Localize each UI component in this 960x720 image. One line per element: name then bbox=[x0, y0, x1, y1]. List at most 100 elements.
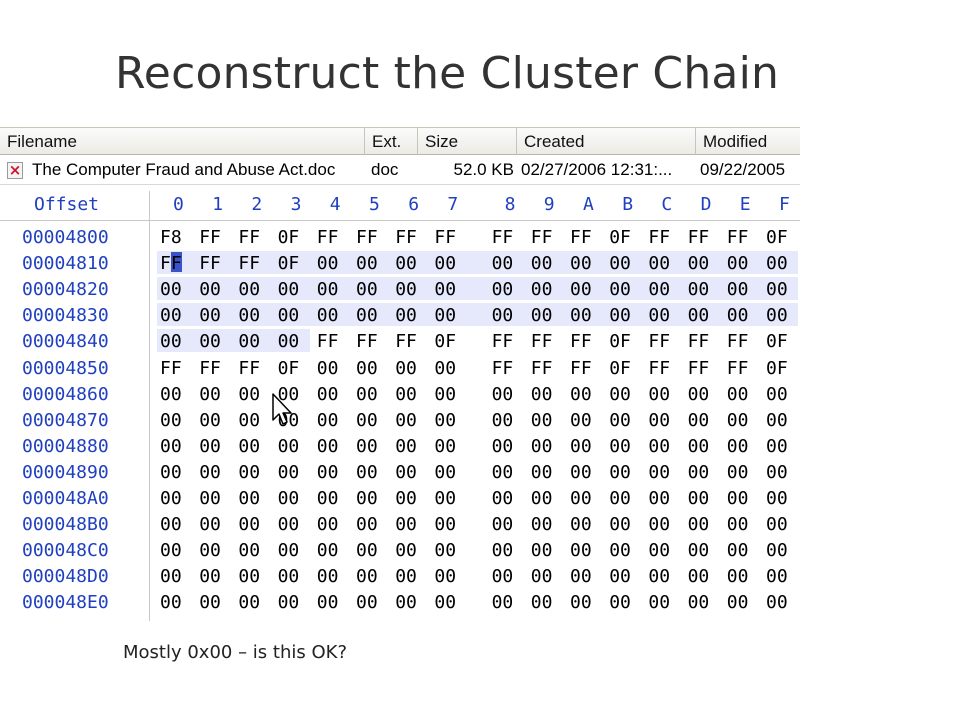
hex-byte[interactable]: 00 bbox=[726, 514, 749, 536]
hex-byte[interactable]: 00 bbox=[434, 357, 457, 379]
hex-byte[interactable]: 00 bbox=[491, 540, 514, 562]
hex-byte[interactable]: 00 bbox=[395, 514, 417, 536]
hex-byte[interactable]: FF bbox=[648, 357, 671, 379]
hex-byte[interactable]: 00 bbox=[316, 566, 339, 588]
hex-byte[interactable]: FF bbox=[687, 331, 710, 353]
hex-byte[interactable]: FF bbox=[395, 227, 417, 248]
hex-byte[interactable]: 00 bbox=[434, 435, 457, 457]
hex-byte[interactable]: 00 bbox=[434, 592, 457, 614]
hex-byte[interactable]: 00 bbox=[726, 592, 749, 614]
hex-byte[interactable]: 00 bbox=[395, 357, 417, 379]
hex-byte[interactable]: 00 bbox=[316, 461, 339, 483]
hex-byte[interactable]: FF bbox=[570, 331, 592, 353]
hex-byte[interactable]: FF bbox=[687, 357, 710, 379]
hex-byte[interactable]: 00 bbox=[238, 592, 261, 614]
hex-byte[interactable]: 00 bbox=[238, 305, 261, 327]
hex-byte[interactable]: 00 bbox=[648, 383, 671, 405]
hex-byte[interactable]: 00 bbox=[530, 409, 553, 431]
hex-byte[interactable]: 00 bbox=[277, 279, 300, 301]
hex-byte[interactable]: 00 bbox=[434, 383, 457, 405]
hex-byte[interactable]: 00 bbox=[570, 409, 592, 431]
hex-byte[interactable]: FF bbox=[530, 357, 553, 379]
hex-byte[interactable]: 00 bbox=[726, 488, 749, 509]
hex-byte[interactable]: 00 bbox=[395, 305, 417, 327]
hex-byte[interactable]: 00 bbox=[570, 253, 592, 275]
hex-byte[interactable]: 00 bbox=[530, 253, 553, 275]
hex-byte[interactable]: 00 bbox=[316, 383, 339, 405]
hex-byte[interactable]: 00 bbox=[726, 279, 749, 301]
hex-byte[interactable]: 00 bbox=[395, 592, 417, 614]
hex-byte[interactable]: 00 bbox=[238, 331, 261, 353]
column-header-size[interactable]: Size bbox=[418, 128, 517, 155]
hex-byte[interactable]: 00 bbox=[160, 540, 182, 562]
hex-byte[interactable]: 00 bbox=[356, 592, 378, 614]
hex-byte[interactable]: FF bbox=[395, 331, 417, 353]
hex-byte[interactable]: 00 bbox=[609, 409, 631, 431]
hex-byte[interactable]: 00 bbox=[316, 592, 339, 614]
hex-byte[interactable]: 00 bbox=[238, 435, 261, 457]
hex-byte[interactable]: 00 bbox=[609, 566, 631, 588]
hex-byte[interactable]: 00 bbox=[648, 253, 671, 275]
hex-byte[interactable]: 0F bbox=[766, 357, 788, 379]
hex-byte[interactable]: 00 bbox=[766, 383, 788, 405]
hex-byte[interactable]: 00 bbox=[434, 566, 457, 588]
hex-byte[interactable]: 00 bbox=[199, 540, 221, 562]
hex-byte[interactable]: 00 bbox=[491, 253, 514, 275]
hex-byte[interactable]: 00 bbox=[570, 305, 592, 327]
hex-byte[interactable]: 00 bbox=[160, 383, 182, 405]
hex-byte[interactable]: 00 bbox=[530, 461, 553, 483]
hex-byte[interactable]: 00 bbox=[491, 514, 514, 536]
hex-byte[interactable]: 00 bbox=[570, 383, 592, 405]
hex-byte[interactable]: 00 bbox=[648, 435, 671, 457]
hex-byte[interactable]: FF bbox=[570, 357, 592, 379]
hex-byte[interactable]: 00 bbox=[277, 305, 300, 327]
hex-byte[interactable]: 00 bbox=[687, 566, 710, 588]
hex-byte[interactable]: 00 bbox=[766, 409, 788, 431]
hex-byte[interactable]: 00 bbox=[609, 383, 631, 405]
hex-byte[interactable]: 00 bbox=[766, 592, 788, 614]
hex-byte[interactable]: FF bbox=[726, 331, 749, 353]
hex-byte[interactable]: 00 bbox=[726, 253, 749, 275]
column-header-ext[interactable]: Ext. bbox=[365, 128, 418, 155]
hex-byte[interactable]: 00 bbox=[766, 253, 788, 275]
hex-byte[interactable]: 00 bbox=[491, 592, 514, 614]
hex-byte[interactable]: FF bbox=[726, 227, 749, 248]
hex-byte[interactable]: 00 bbox=[395, 540, 417, 562]
hex-byte[interactable]: 00 bbox=[648, 488, 671, 509]
hex-byte[interactable]: 00 bbox=[726, 409, 749, 431]
hex-byte[interactable]: FF bbox=[356, 331, 378, 353]
hex-byte[interactable]: 00 bbox=[356, 566, 378, 588]
hex-byte[interactable]: 00 bbox=[570, 435, 592, 457]
hex-byte[interactable]: 00 bbox=[687, 488, 710, 509]
hex-byte[interactable]: 00 bbox=[687, 253, 710, 275]
hex-byte[interactable]: 00 bbox=[726, 461, 749, 483]
hex-byte[interactable]: 00 bbox=[356, 409, 378, 431]
hex-byte[interactable]: 00 bbox=[648, 305, 671, 327]
hex-byte[interactable]: 00 bbox=[726, 305, 749, 327]
hex-byte[interactable]: 00 bbox=[316, 357, 339, 379]
hex-byte[interactable]: 00 bbox=[530, 435, 553, 457]
hex-byte[interactable]: FF bbox=[238, 253, 261, 275]
hex-byte[interactable]: 00 bbox=[356, 383, 378, 405]
hex-byte[interactable]: 00 bbox=[277, 461, 300, 483]
hex-byte[interactable]: 00 bbox=[395, 253, 417, 275]
hex-byte[interactable]: 00 bbox=[238, 461, 261, 483]
column-header-filename[interactable]: Filename bbox=[0, 128, 365, 155]
hex-byte[interactable]: 00 bbox=[491, 409, 514, 431]
hex-byte[interactable]: 00 bbox=[434, 461, 457, 483]
hex-byte[interactable]: FF bbox=[726, 357, 749, 379]
hex-byte[interactable]: 00 bbox=[648, 592, 671, 614]
hex-byte[interactable]: 00 bbox=[609, 540, 631, 562]
hex-byte[interactable]: 00 bbox=[160, 305, 182, 327]
hex-byte[interactable]: 0F bbox=[609, 357, 631, 379]
hex-byte[interactable]: 00 bbox=[199, 383, 221, 405]
hex-byte[interactable]: 00 bbox=[766, 461, 788, 483]
hex-byte[interactable]: 00 bbox=[609, 279, 631, 301]
hex-byte[interactable]: 00 bbox=[356, 305, 378, 327]
hex-byte[interactable]: 00 bbox=[238, 488, 261, 509]
hex-byte[interactable]: 00 bbox=[316, 540, 339, 562]
hex-byte[interactable]: 00 bbox=[160, 514, 182, 536]
hex-byte[interactable]: FF bbox=[530, 331, 553, 353]
hex-byte[interactable]: 00 bbox=[766, 279, 788, 301]
hex-byte[interactable]: 00 bbox=[199, 435, 221, 457]
